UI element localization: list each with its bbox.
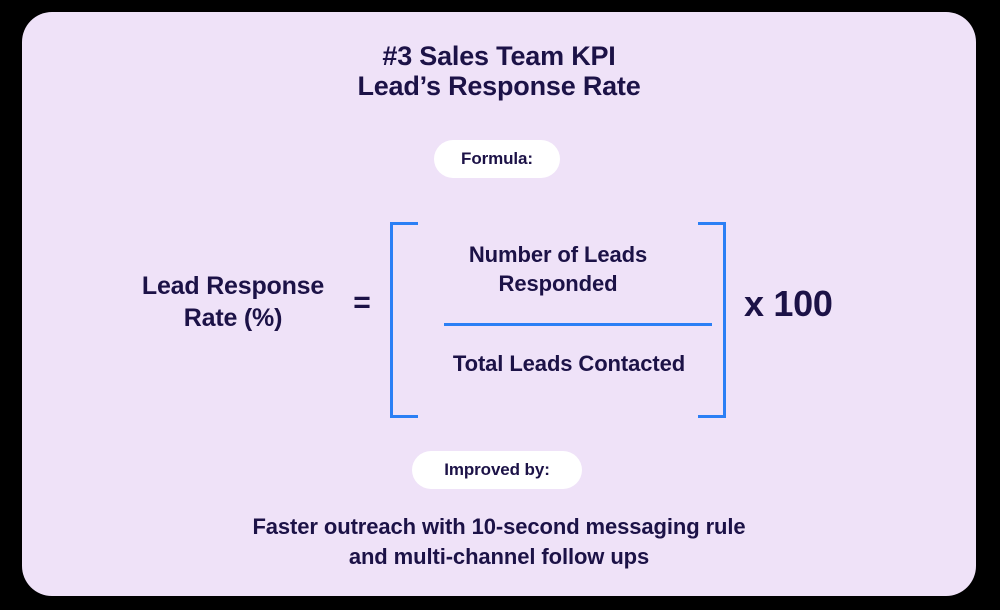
formula-badge: Formula: bbox=[434, 140, 560, 178]
fraction-numerator: Number of Leads Responded bbox=[424, 240, 692, 298]
formula-expression: Lead Response Rate (%) = Number of Leads… bbox=[22, 208, 976, 422]
page-title: #3 Sales Team KPI Lead’s Response Rate bbox=[22, 41, 976, 101]
equals-sign: = bbox=[353, 286, 371, 319]
improvement-caption: Faster outreach with 10-second messaging… bbox=[22, 512, 976, 572]
left-bracket-icon bbox=[390, 222, 418, 418]
fraction: Number of Leads Responded Total Leads Co… bbox=[424, 222, 712, 418]
kpi-card: #3 Sales Team KPI Lead’s Response Rate F… bbox=[22, 12, 976, 596]
fraction-denominator: Total Leads Contacted bbox=[452, 351, 686, 376]
improved-by-badge: Improved by: bbox=[412, 451, 582, 489]
caption-line-2: and multi-channel follow ups bbox=[348, 544, 650, 569]
numerator-line-1: Number of Leads bbox=[468, 242, 648, 267]
numerator-line-2: Responded bbox=[498, 271, 618, 296]
formula-left-line-1: Lead Response bbox=[141, 272, 325, 300]
fraction-bar bbox=[444, 323, 712, 326]
title-line-2: Lead’s Response Rate bbox=[357, 71, 641, 101]
formula-left-side: Lead Response Rate (%) bbox=[118, 270, 348, 334]
bracketed-fraction: Number of Leads Responded Total Leads Co… bbox=[390, 222, 726, 418]
title-line-1: #3 Sales Team KPI bbox=[382, 41, 616, 71]
right-bracket-icon bbox=[698, 222, 726, 418]
multiplier-value: x 100 bbox=[744, 283, 833, 324]
caption-line-1: Faster outreach with 10-second messaging… bbox=[252, 514, 746, 539]
formula-badge-label: Formula: bbox=[461, 149, 533, 168]
improved-by-badge-label: Improved by: bbox=[444, 460, 550, 479]
formula-left-line-2: Rate (%) bbox=[183, 304, 283, 332]
